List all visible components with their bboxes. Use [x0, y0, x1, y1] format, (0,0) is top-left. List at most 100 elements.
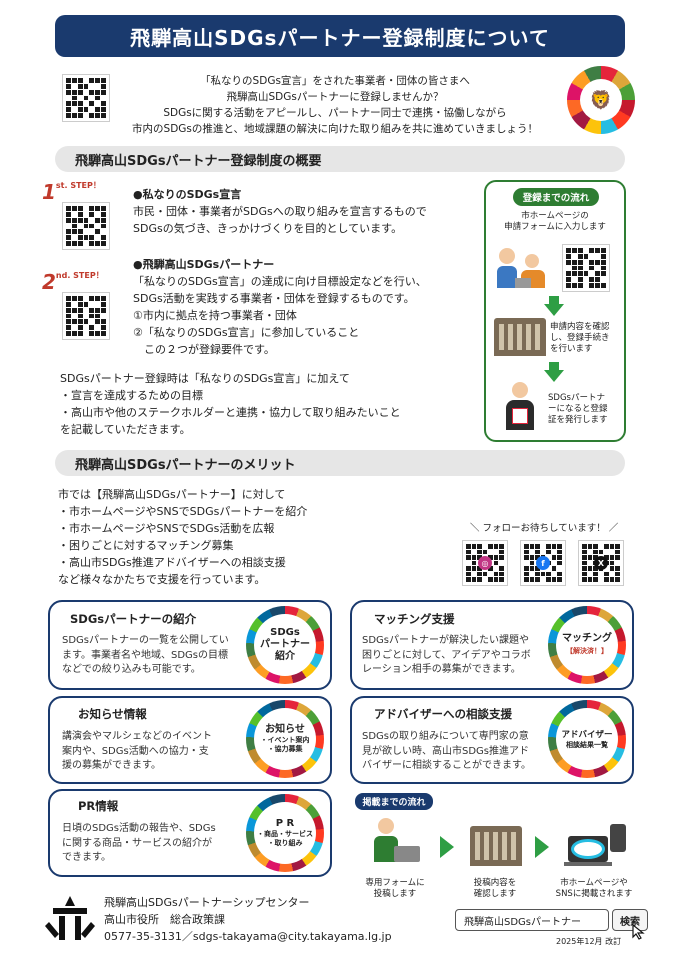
flow-step-b-line: し、登録手続き [550, 333, 610, 343]
arrow-right-icon [440, 836, 454, 858]
card-body-line: バイザーに相談することができます。 [362, 760, 531, 771]
person-laptop-icon [372, 818, 422, 866]
card-body-line: SDGsの取り組みについて専門家の意 [362, 731, 529, 742]
flow-qr-code[interactable] [562, 244, 610, 292]
intro-line: 飛騨高山SDGsパートナーに登録しませんか？ [226, 91, 444, 103]
card-news-title: お知らせ情報 [78, 707, 147, 721]
merit-line: ・高山市SDGs推進アドバイザーへの相談支援 [58, 556, 286, 569]
step1-line: 市民・団体・事業者がSDGsへの取り組みを宣言するもので [133, 205, 427, 218]
intro-text: 「私なりのSDGs宣言」をされた事業者・団体の皆さまへ 飛騨高山SDGsパートナ… [110, 73, 560, 137]
arrow-down-icon [544, 296, 564, 316]
card-body-line: できます。 [62, 852, 111, 863]
intro-line: SDGsに関する活動をアピールし、パートナー同士で連携・協働しながら [163, 107, 507, 119]
footer-contact-info[interactable]: 0577-35-3131／sdgs-takayama@city.takayama… [104, 930, 392, 943]
card-pr-body: 日頃のSDGs活動の報告や、SDGs に関する商品・サービスの紹介が できます。 [62, 822, 247, 866]
step2-line: この２つが登録要件です。 [133, 343, 275, 356]
publish-step-1-text: 専用フォームに 投稿します [355, 878, 435, 900]
search-input[interactable]: 飛騨高山SDGsパートナー [455, 909, 609, 931]
badge-line: お知らせ [265, 724, 305, 735]
publish-step-line: 投稿内容を [473, 878, 517, 888]
mascot-lion-icon: 🦁 [567, 66, 635, 134]
step1-text: ●私なりのSDGs宣言 市民・団体・事業者がSDGsへの取り組みを宣言するもので… [133, 186, 483, 237]
merit-heading: 飛騨高山SDGsパートナーのメリット [55, 450, 625, 476]
step1-num: 1 [42, 180, 56, 204]
step1-label-text: st. STEP！ [55, 181, 101, 190]
flow-step-b-text: 申請内容を確認 し、登録手続き を行います [550, 322, 622, 355]
badge-line: P R [275, 818, 295, 829]
matching-badge: マッチング 【解決済！】 [548, 606, 626, 684]
footer-dept: 高山市役所 総合政策課 [104, 913, 225, 926]
card-matching-body: SDGsパートナーが解決したい課題や 困りごとに対して、アイデアやコラボ レーシ… [362, 634, 552, 678]
publish-flow-title: 掲載までの流れ [355, 793, 433, 810]
registration-flow-title: 登録までの流れ [513, 188, 599, 206]
badge-line: 相談結果一覧 [566, 740, 608, 749]
laptop-phone-icon [564, 824, 628, 868]
footer-org: 飛騨高山SDGsパートナーシップセンター [104, 896, 310, 909]
x-icon: X [594, 556, 608, 570]
step2-line: 「私なりのSDGs宣言」の達成に向け目標設定などを行い、 [133, 275, 427, 288]
step2-label: 2nd. STEP！ [42, 270, 104, 294]
card-pr-title: PR情報 [78, 799, 119, 813]
card-body-line: 援の募集ができます。 [62, 760, 161, 771]
overview-note: SDGsパートナー登録時は「私なりのSDGs宣言」に加えて ・宣言を達成するため… [60, 370, 480, 438]
publish-step-line: SNSに掲載されます [555, 889, 633, 899]
publish-step-line: 市ホームページや [560, 878, 628, 888]
badge-line: 紹介 [275, 651, 295, 662]
badge-line: ・協力募集 [267, 745, 303, 753]
intro-line: 「私なりのSDGs宣言」をされた事業者・団体の皆さまへ [200, 75, 470, 87]
partner-intro-badge: SDGs パートナー 紹介 [246, 606, 324, 684]
merit-line: ・市ホームページやSNSでSDGsパートナーを紹介 [58, 505, 308, 518]
card-body-line: 講演会やマルシェなどのイベント [62, 731, 212, 742]
flow-step-c-text: SDGsパートナ ーになると登録 証を発行します [548, 393, 622, 426]
step1-qr-code[interactable] [62, 202, 110, 250]
takayama-logo-icon [45, 894, 95, 944]
card-body-line: 日頃のSDGs活動の報告や、SDGs [62, 823, 216, 834]
step1-label: 1st. STEP！ [42, 180, 101, 204]
follow-text: ＼ フォローお待ちしています！ ／ [470, 523, 619, 534]
overview-heading: 飛騨高山SDGsパートナー登録制度の概要 [55, 146, 625, 172]
badge-line: 【解決済！】 [566, 647, 608, 655]
publish-step-line: 専用フォームに [365, 878, 425, 888]
merit-line: 市では【飛騨高山SDGsパートナー】に対して [58, 488, 286, 501]
people-pc-icon [497, 244, 549, 292]
city-hall-icon [470, 826, 522, 866]
badge-line: ・取り組み [267, 839, 303, 847]
x-qr-code[interactable] [578, 540, 624, 586]
facebook-qr-code[interactable] [520, 540, 566, 586]
footer-contact: 飛騨高山SDGsパートナーシップセンター 高山市役所 総合政策課 0577-35… [104, 894, 444, 945]
flow-step-b-line: 申請内容を確認 [550, 322, 610, 332]
flow-step-c-line: SDGsパートナ [548, 393, 605, 403]
badge-line: アドバイザー [561, 729, 613, 740]
top-qr-code[interactable] [62, 74, 110, 122]
flow-step-a-line: 申請フォームに入力します [504, 222, 606, 232]
publish-step-line: 確認します [473, 889, 517, 899]
card-body-line: 困りごとに対して、アイデアやコラボ [362, 649, 531, 661]
news-badge: お知らせ ・イベント案内 ・協力募集 [246, 700, 324, 778]
step1-title: ●私なりのSDGs宣言 [133, 188, 242, 201]
card-body-line: などでの絞り込みも可能です。 [62, 664, 201, 675]
card-news-body: 講演会やマルシェなどのイベント 案内や、SDGs活動への協力・支 援の募集ができ… [62, 730, 247, 774]
overview-heading-text: 飛騨高山SDGsパートナー登録制度の概要 [75, 153, 322, 169]
page-title: 飛騨高山SDGsパートナー登録制度について [55, 15, 625, 57]
card-partner-intro-body: SDGsパートナーの一覧を公開してい ます。事業者名や地域、SDGsの目標 など… [62, 634, 252, 678]
step2-qr-code[interactable] [62, 292, 110, 340]
person-certificate-icon [500, 382, 540, 432]
cursor-icon [632, 923, 646, 944]
card-advisor-body: SDGsの取り組みについて専門家の意 見が欲しい時、高山市SDGs推進アド バイ… [362, 730, 552, 774]
flow-step-a-line: 市ホームページの [521, 211, 589, 221]
facebook-icon: f [536, 556, 550, 570]
flow-step-a-text: 市ホームページの 申請フォームに入力します [490, 211, 620, 233]
step2-label-text: nd. STEP！ [55, 271, 104, 280]
pr-badge: P R ・商品・サービス ・取り組み [246, 794, 324, 872]
badge-line: ・商品・サービス [257, 830, 313, 838]
advisor-badge: アドバイザー 相談結果一覧 [548, 700, 626, 778]
step2-title: ●飛騨高山SDGsパートナー [133, 258, 275, 271]
merit-heading-text: 飛騨高山SDGsパートナーのメリット [75, 457, 296, 473]
flow-step-c-line: 証を発行します [548, 415, 608, 425]
revision-date: 2025年12月 改訂 [556, 937, 622, 946]
registration-flow-box [484, 180, 626, 442]
card-body-line: に関する商品・サービスの紹介が [62, 837, 212, 849]
arrow-right-icon [535, 836, 549, 858]
search-button[interactable]: 検索 [612, 909, 648, 931]
step2-num: 2 [42, 270, 56, 294]
